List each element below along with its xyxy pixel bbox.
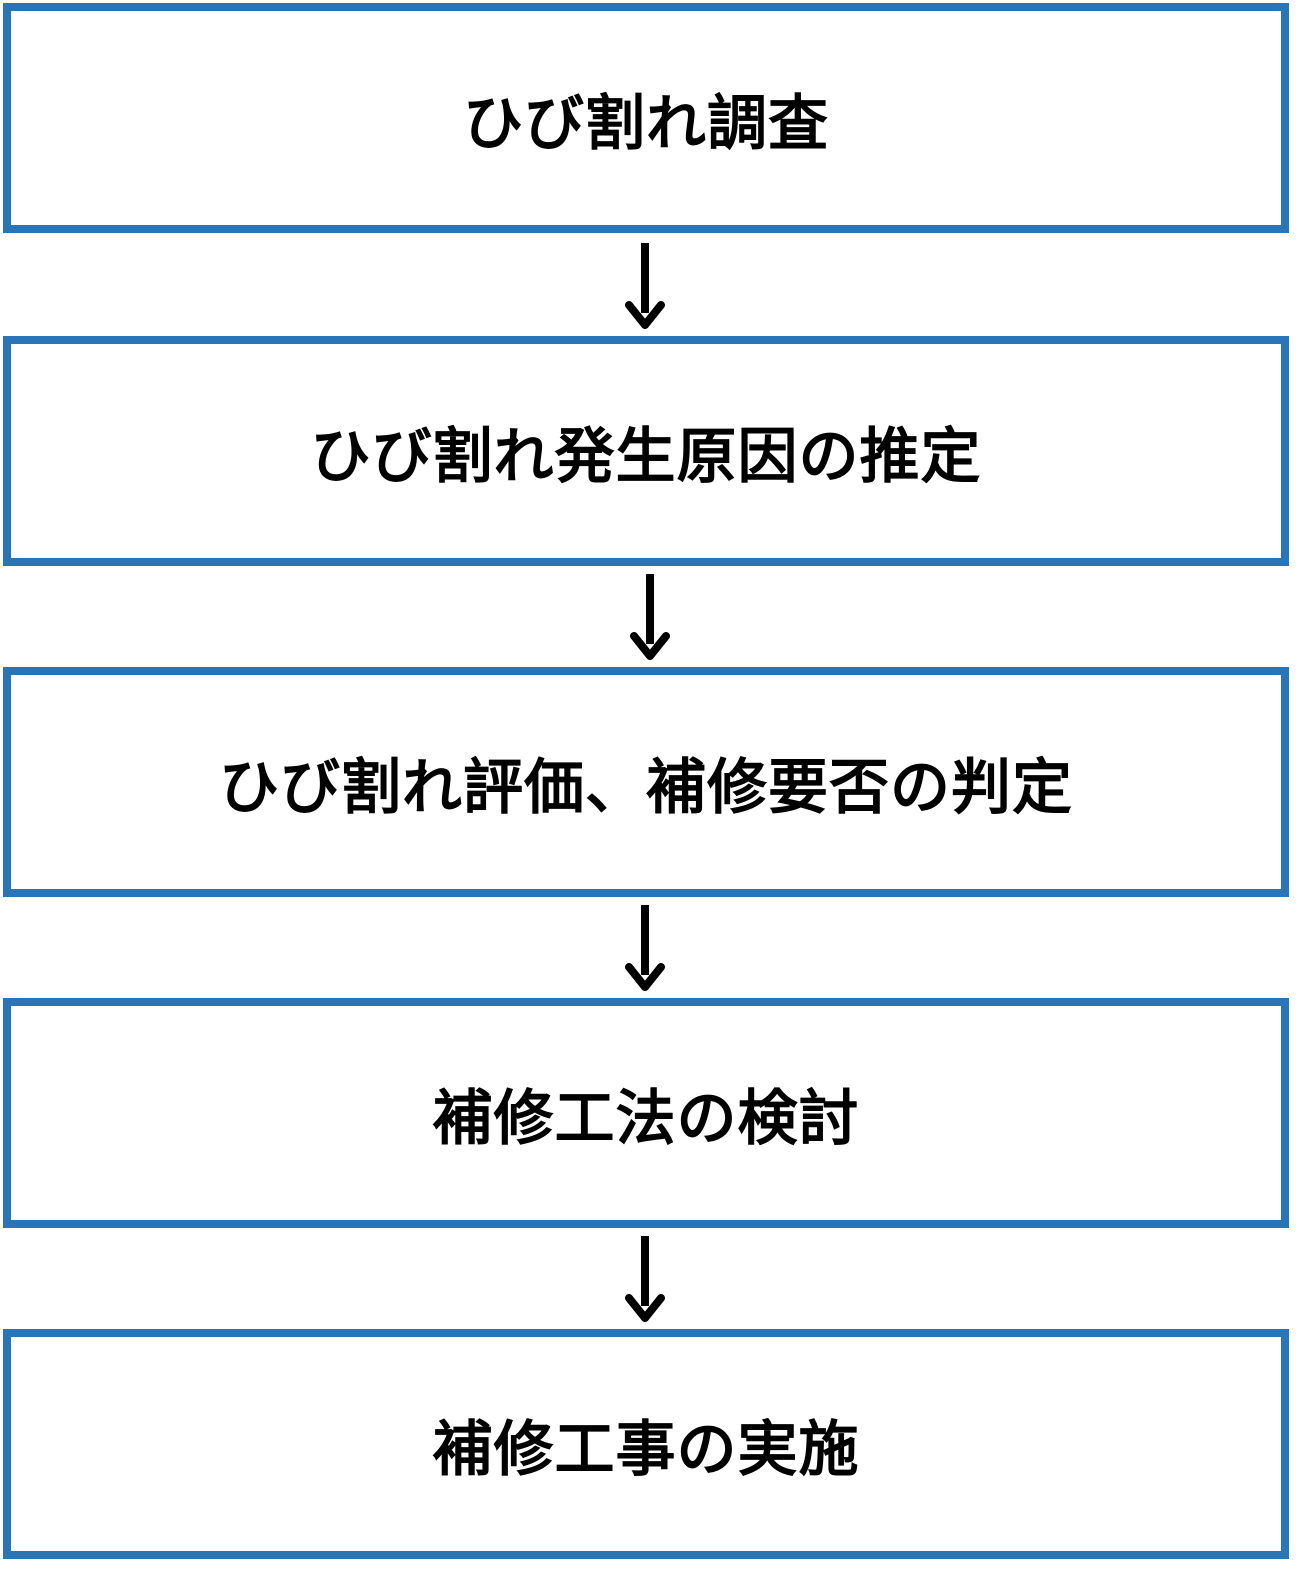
step-label: ひび割れ評価、補修要否の判定 (219, 752, 1073, 823)
step-box-crack-survey: ひび割れ調査 (3, 3, 1289, 233)
step-box-repair-work: 補修工事の実施 (3, 1329, 1289, 1559)
arrow-down-icon (625, 243, 665, 329)
step-box-cause-estimation: ひび割れ発生原因の推定 (3, 336, 1289, 566)
step-label: 補修工法の検討 (432, 1083, 860, 1154)
step-label: 補修工事の実施 (432, 1414, 860, 1485)
step-box-repair-method: 補修工法の検討 (3, 998, 1289, 1228)
arrow-down-icon (625, 1236, 665, 1322)
arrow-down-icon (625, 905, 665, 991)
arrow-down-icon (630, 574, 670, 660)
step-label: ひび割れ調査 (463, 88, 829, 159)
step-box-evaluation: ひび割れ評価、補修要否の判定 (3, 667, 1289, 897)
step-label: ひび割れ発生原因の推定 (310, 421, 982, 492)
